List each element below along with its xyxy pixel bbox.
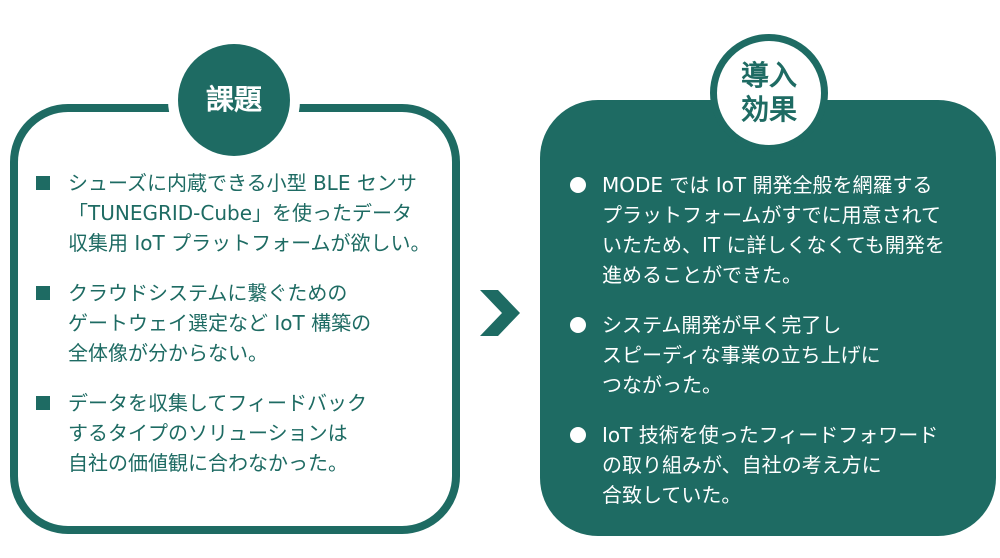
circle-bullet-icon	[570, 177, 586, 193]
list-item-text: データを収集してフィードバック するタイプのソリューションは 自社の価値観に合わ…	[68, 391, 367, 475]
circle-bullet-icon	[570, 317, 586, 333]
effects-title-line2: 効果	[740, 93, 797, 126]
list-item: MODE では IoT 開発全般を網羅する プラットフォームがすでに用意されて …	[570, 170, 945, 290]
list-item: システム開発が早く完了し スピーディな事業の立ち上げに つながった。	[570, 310, 945, 400]
list-item-text: システム開発が早く完了し スピーディな事業の立ち上げに つながった。	[602, 313, 881, 397]
effects-panel	[540, 100, 996, 536]
list-item: IoT 技術を使ったフィードフォワード の取り組みが、自社の考え方に 合致してい…	[570, 420, 945, 510]
square-bullet-icon	[36, 176, 50, 190]
list-item-text: クラウドシステムに繋ぐための ゲートウェイ選定など IoT 構築の 全体像が分か…	[68, 281, 372, 365]
list-item: クラウドシステムに繋ぐための ゲートウェイ選定など IoT 構築の 全体像が分か…	[36, 278, 430, 368]
square-bullet-icon	[36, 286, 50, 300]
list-item-text: MODE では IoT 開発全般を網羅する プラットフォームがすでに用意されて …	[602, 173, 945, 287]
square-bullet-icon	[36, 396, 50, 410]
chevron-right-icon	[480, 290, 520, 336]
list-item: シューズに内蔵できる小型 BLE センサ 「TUNEGRID-Cube」を使った…	[36, 168, 430, 258]
effects-title-line1: 導入	[740, 59, 797, 92]
challenges-title: 課題	[205, 83, 262, 116]
circle-bullet-icon	[570, 427, 586, 443]
list-item-text: シューズに内蔵できる小型 BLE センサ 「TUNEGRID-Cube」を使った…	[68, 171, 431, 255]
list-item-text: IoT 技術を使ったフィードフォワード の取り組みが、自社の考え方に 合致してい…	[602, 423, 939, 507]
list-item: データを収集してフィードバック するタイプのソリューションは 自社の価値観に合わ…	[36, 388, 430, 478]
effects-title-badge: 導入 効果	[710, 34, 828, 152]
challenges-list: シューズに内蔵できる小型 BLE センサ 「TUNEGRID-Cube」を使った…	[36, 168, 430, 498]
effects-list: MODE では IoT 開発全般を網羅する プラットフォームがすでに用意されて …	[570, 170, 945, 530]
challenges-title-badge: 課題	[178, 44, 290, 156]
